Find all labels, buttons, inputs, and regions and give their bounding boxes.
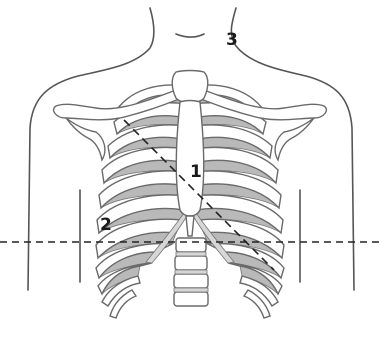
right-ribs [192,85,326,318]
label-3: 3 [226,30,238,50]
label-1: 1 [190,162,202,182]
spine [174,238,208,306]
left-ribs [54,85,188,318]
label-2: 2 [100,215,112,235]
